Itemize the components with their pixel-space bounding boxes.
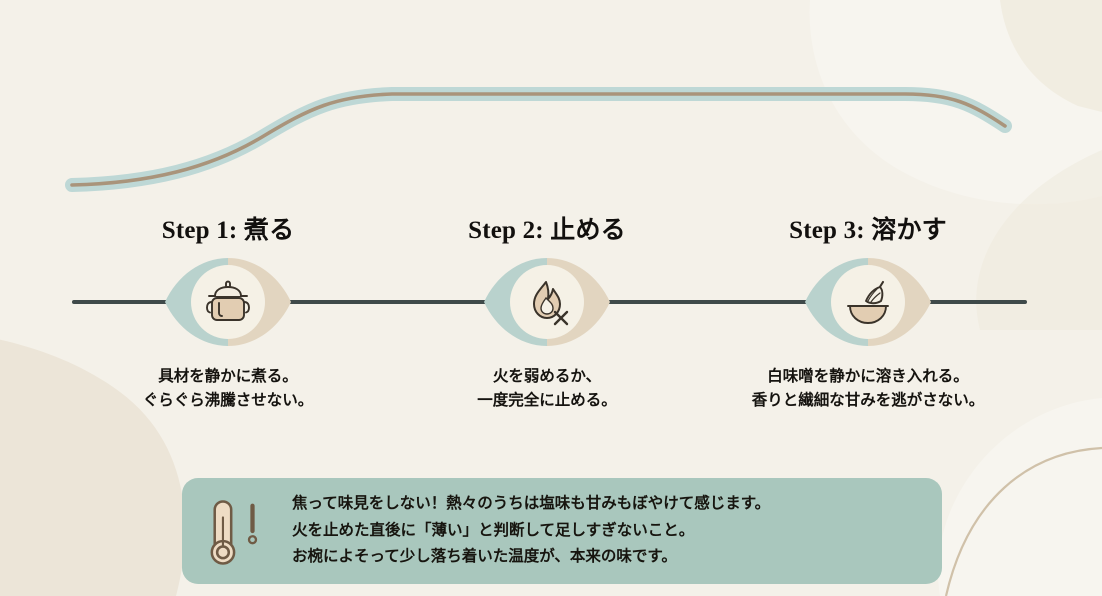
step-2-node[interactable] <box>482 256 612 348</box>
thermometer-warning-icon <box>210 500 258 565</box>
step-1-node[interactable] <box>163 256 293 348</box>
step-1-heading-wrap: Step 1: 煮る <box>78 218 378 243</box>
step-3-description: 白味噌を静かに溶き入れる。 香りと繊細な甘みを逃がさない。 <box>751 368 985 410</box>
tip-icon-wrap <box>182 494 292 568</box>
wave-teal-stroke <box>65 87 1012 192</box>
exclamation-dot <box>247 535 258 545</box>
thermometer-bulb-inner <box>215 545 231 560</box>
cooking-pot-icon <box>206 280 250 321</box>
step-3-title: Step 3: 溶かす <box>789 217 947 244</box>
top-wave-ribbon <box>65 87 1012 192</box>
blob-bottom-right <box>938 398 1102 596</box>
step-2-description: 火を弱めるか、 一度完全に止める。 <box>477 368 617 410</box>
step-1-description: 具材を静かに煮る。 ぐらぐら沸騰させない。 <box>142 368 314 410</box>
flame-off-icon <box>533 281 569 326</box>
arc-bottom-right <box>944 446 1102 596</box>
whisk-shape <box>865 280 885 305</box>
tip-callout-box: 焦って味見をしない！熱々のうちは塩味も甘みもぼやけて感じます。 火を止めた直後に… <box>182 478 942 584</box>
flame-x-mark <box>553 310 569 326</box>
tip-text: 焦って味見をしない！熱々のうちは塩味も甘みもぼやけて感じます。 火を止めた直後に… <box>292 495 771 566</box>
step-3-heading-wrap: Step 3: 溶かす <box>718 218 1018 243</box>
bowl-whisk-icon <box>847 280 889 324</box>
step-2-heading-wrap: Step 2: 止める <box>397 218 697 243</box>
step-2-title: Step 2: 止める <box>468 217 626 244</box>
wave-tan-line <box>70 92 1007 187</box>
flame-inner <box>540 296 554 315</box>
step-3-node[interactable] <box>803 256 933 348</box>
step-1-title: Step 1: 煮る <box>161 217 295 244</box>
